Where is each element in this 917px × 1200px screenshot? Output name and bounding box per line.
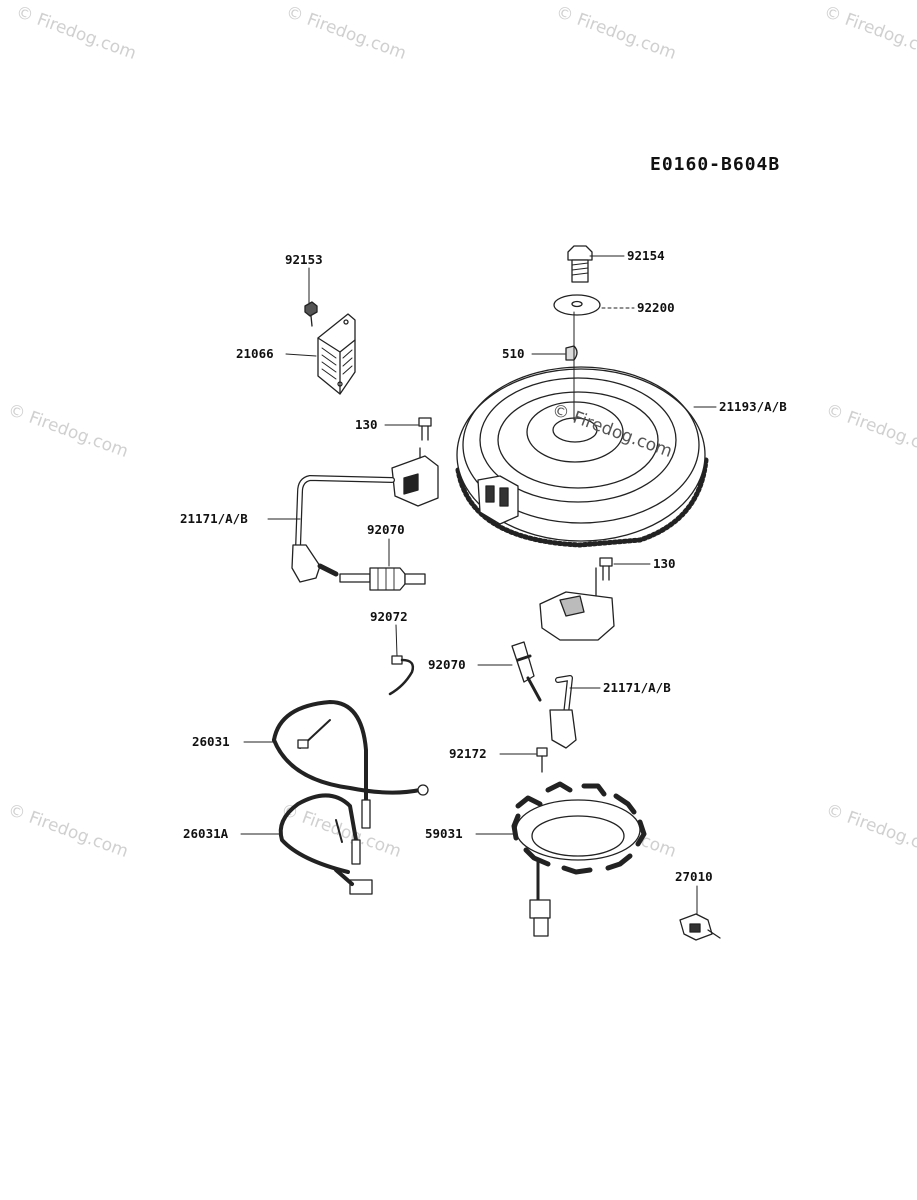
part-label-92153[interactable]: 92153	[285, 252, 323, 267]
harness-26031-part	[272, 700, 429, 829]
regulator-screw-part	[304, 301, 318, 327]
document-id: E0160-B604B	[650, 154, 781, 175]
leader-lines	[240, 255, 717, 915]
woodruff-key-part	[565, 345, 578, 361]
spark-plug-left-part	[339, 567, 426, 591]
screw-130-right-part	[599, 557, 613, 581]
part-label-21171-right[interactable]: 21171/A/B	[603, 680, 671, 695]
stator-part	[511, 781, 647, 937]
ignition-coil-right-part	[539, 567, 615, 749]
plug-cap-clip-part	[388, 655, 415, 696]
part-label-92172[interactable]: 92172	[449, 746, 487, 761]
part-label-130-right[interactable]: 130	[653, 556, 676, 571]
part-label-21171-left[interactable]: 21171/A/B	[180, 511, 248, 526]
part-label-92070-left[interactable]: 92070	[367, 522, 405, 537]
flywheel-bolt-part	[567, 245, 593, 283]
oil-pressure-switch-part	[679, 913, 721, 941]
part-label-26031[interactable]: 26031	[192, 734, 230, 749]
ignition-coil-left-part	[291, 447, 439, 583]
part-label-92154[interactable]: 92154	[627, 248, 665, 263]
part-label-130-top[interactable]: 130	[355, 417, 378, 432]
part-label-27010[interactable]: 27010	[675, 869, 713, 884]
part-label-92072[interactable]: 92072	[370, 609, 408, 624]
part-label-59031[interactable]: 59031	[425, 826, 463, 841]
spark-plug-right-part	[511, 641, 542, 702]
regulator-part	[317, 313, 356, 395]
flywheel-part	[455, 366, 709, 548]
stator-screw-part	[536, 747, 548, 773]
flywheel-washer-part	[553, 294, 601, 316]
screw-130-top-part	[418, 417, 432, 441]
harness-26031A-part	[278, 793, 373, 895]
part-label-92070-right[interactable]: 92070	[428, 657, 466, 672]
part-label-510[interactable]: 510	[502, 346, 525, 361]
part-label-21066[interactable]: 21066	[236, 346, 274, 361]
part-label-92200[interactable]: 92200	[637, 300, 675, 315]
part-label-26031A[interactable]: 26031A	[183, 826, 229, 841]
part-label-21193[interactable]: 21193/A/B	[719, 399, 787, 414]
